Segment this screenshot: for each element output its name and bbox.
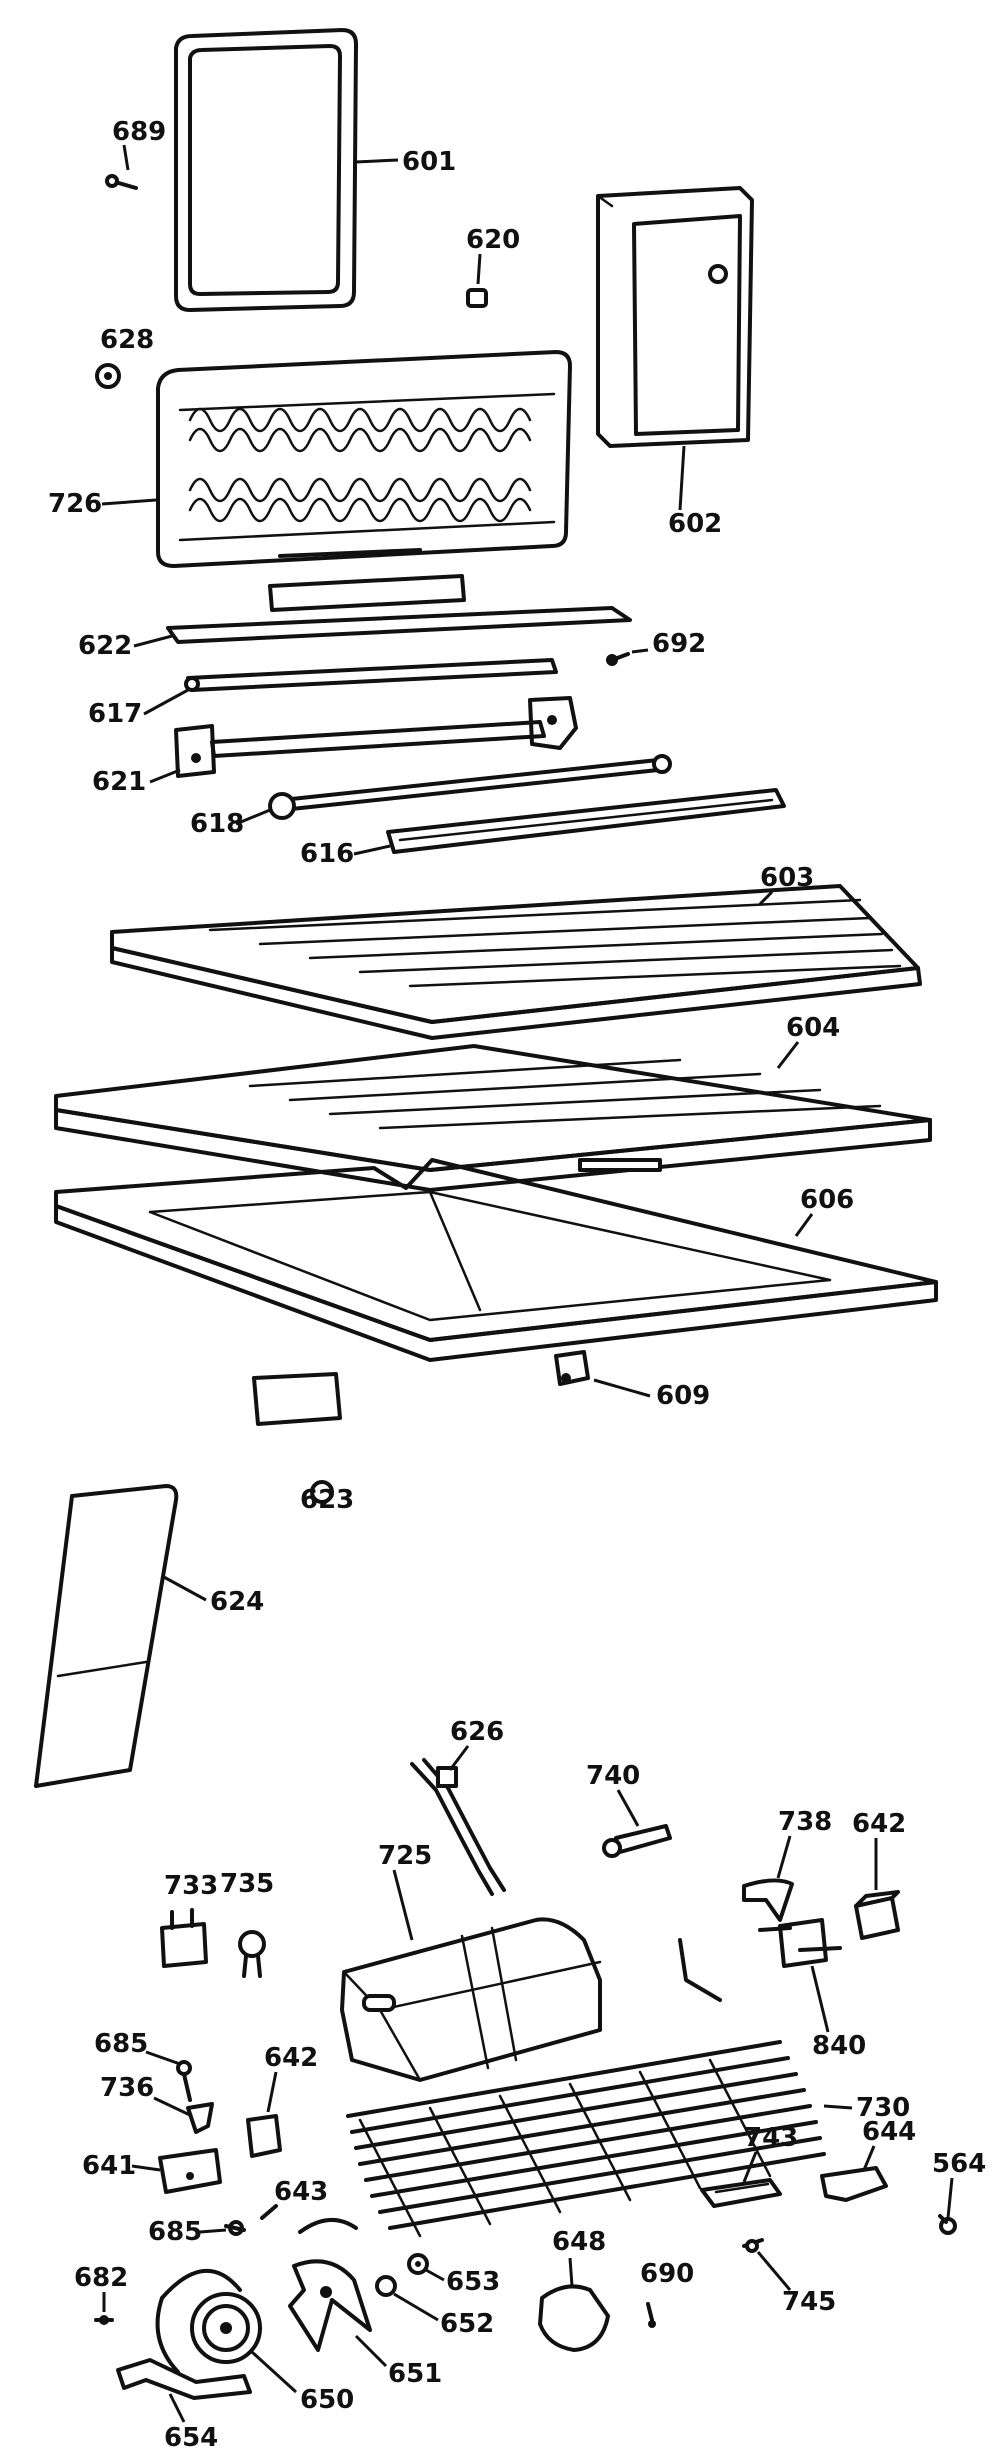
- label-616: 616: [300, 839, 354, 869]
- label-618: 618: [190, 809, 244, 839]
- tray-622: [166, 574, 632, 644]
- label-840: 840: [812, 2031, 866, 2061]
- label-740: 740: [586, 1761, 640, 1791]
- pin-690: [646, 2302, 656, 2328]
- label-685-lower: 685: [148, 2217, 202, 2247]
- label-692: 692: [652, 629, 706, 659]
- label-738: 738: [778, 1807, 832, 1837]
- screw-564: [938, 2214, 957, 2235]
- shelf-603: [110, 884, 922, 1040]
- label-622: 622: [78, 631, 132, 661]
- label-648: 648: [552, 2227, 606, 2257]
- relay-733: [160, 1908, 208, 1968]
- label-642-top: 642: [852, 1809, 906, 1839]
- label-726: 726: [48, 489, 102, 519]
- label-654: 654: [164, 2423, 218, 2453]
- screw-685-lower: [224, 2220, 246, 2236]
- mount-840: [758, 1918, 842, 1968]
- part-643: [260, 2204, 278, 2220]
- cover-602: [596, 186, 754, 448]
- bracket-641: [158, 2148, 222, 2194]
- label-736: 736: [100, 2073, 154, 2103]
- cap-648: [538, 2284, 610, 2352]
- screw-685-upper: [176, 2060, 192, 2102]
- label-745: 745: [782, 2287, 836, 2317]
- label-601: 601: [402, 147, 456, 177]
- door-gasket-601: [174, 28, 358, 312]
- label-685-upper: 685: [94, 2029, 148, 2059]
- label-623: 623: [300, 1485, 354, 1515]
- label-641: 641: [82, 2151, 136, 2181]
- clip-745: [742, 2238, 764, 2253]
- label-604: 604: [786, 1013, 840, 1043]
- bracket-738: [742, 1878, 794, 1922]
- grommet-623: [310, 1480, 334, 1504]
- label-690: 690: [640, 2259, 694, 2289]
- cord-626: [410, 1758, 506, 1896]
- bracket-654: [116, 2358, 252, 2400]
- rail-617: [184, 658, 558, 692]
- label-730: 730: [856, 2093, 910, 2123]
- rod-618: [268, 754, 672, 820]
- evaporator-coils-lower: [188, 477, 532, 523]
- label-606: 606: [800, 1185, 854, 1215]
- condenser-730: [346, 1938, 826, 2238]
- label-689: 689: [112, 117, 166, 147]
- label-620: 620: [466, 225, 520, 255]
- capacitor-642-top: [854, 1890, 900, 1940]
- label-564: 564: [932, 2149, 986, 2179]
- nut-653: [407, 2253, 429, 2275]
- capacitor-642-lower: [246, 2114, 282, 2158]
- shelf-604: [54, 1044, 932, 1192]
- clip-609: [554, 1350, 590, 1386]
- part-682: [94, 2315, 114, 2325]
- channel-616: [386, 788, 786, 854]
- label-626: 626: [450, 1717, 504, 1747]
- label-725: 725: [378, 1841, 432, 1871]
- washer-652: [375, 2275, 397, 2297]
- bracket-rail-621: [174, 696, 578, 778]
- screw-689: [105, 174, 138, 190]
- clip-620: [466, 288, 488, 308]
- crisper-pan-606: [54, 1158, 938, 1362]
- label-628: 628: [100, 325, 154, 355]
- cover-644: [820, 2166, 888, 2202]
- evaporator-726: [156, 350, 572, 568]
- label-602: 602: [668, 509, 722, 539]
- screw-692: [606, 652, 630, 666]
- label-644: 644: [862, 2117, 916, 2147]
- label-743: 743: [744, 2123, 798, 2153]
- label-652: 652: [440, 2309, 494, 2339]
- label-624: 624: [210, 1587, 264, 1617]
- label-609: 609: [656, 1381, 710, 1411]
- label-651: 651: [388, 2359, 442, 2389]
- panel-624: [34, 1484, 179, 1788]
- plate-623: [252, 1372, 342, 1426]
- compressor-725: [340, 1917, 602, 2082]
- label-603: 603: [760, 863, 814, 893]
- label-642-lower: 642: [264, 2043, 318, 2073]
- label-621: 621: [92, 767, 146, 797]
- strap-743: [700, 2178, 782, 2208]
- label-733: 733: [164, 1871, 218, 1901]
- harness-740: [602, 1824, 672, 1858]
- label-650: 650: [300, 2385, 354, 2415]
- label-643: 643: [274, 2177, 328, 2207]
- knob-628: [95, 363, 121, 389]
- clip-736: [186, 2102, 214, 2134]
- label-735: 735: [220, 1869, 274, 1899]
- fan-motor-650: [155, 2268, 262, 2374]
- label-653: 653: [446, 2267, 500, 2297]
- evaporator-coils-upper: [188, 407, 532, 453]
- overload-735: [238, 1930, 266, 1978]
- fan-blade-651: [288, 2217, 372, 2352]
- label-682: 682: [74, 2263, 128, 2293]
- label-617: 617: [88, 699, 142, 729]
